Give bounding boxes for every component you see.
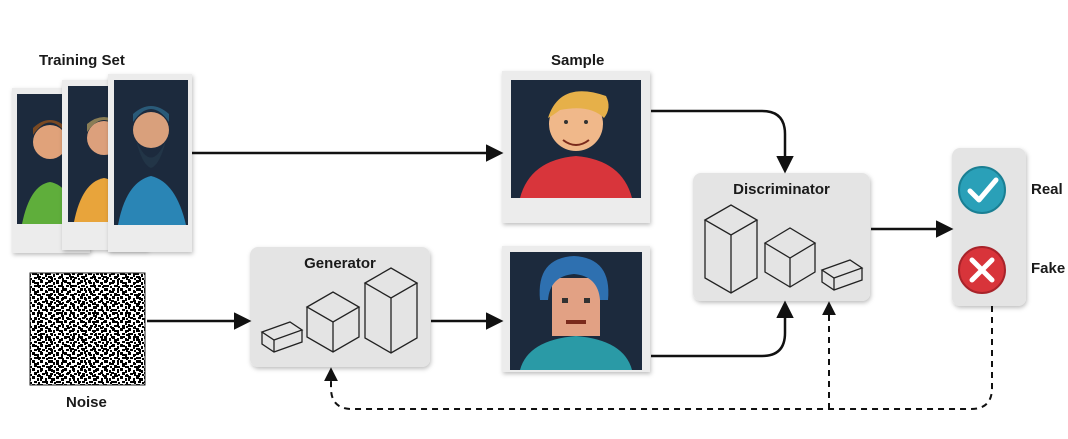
fake-label: Fake bbox=[1031, 260, 1066, 277]
noise-label: Noise bbox=[66, 394, 107, 411]
flow-arrows bbox=[147, 109, 954, 358]
generator-panel bbox=[250, 247, 430, 367]
generated-photo bbox=[502, 246, 650, 372]
noise-image bbox=[29, 272, 146, 386]
generator-title: Generator bbox=[304, 255, 376, 272]
discriminator-title: Discriminator bbox=[733, 181, 830, 198]
generator-layer-icons bbox=[260, 267, 419, 354]
discriminator-layer-icons bbox=[703, 204, 864, 294]
real-label: Real bbox=[1031, 181, 1063, 198]
training-photo-3 bbox=[108, 74, 192, 252]
feedback-arrows bbox=[324, 301, 993, 410]
sample-photo bbox=[502, 71, 650, 223]
checkmark-icon bbox=[958, 166, 1006, 214]
arrow-sample-to-discriminator bbox=[651, 109, 794, 174]
x-mark-icon bbox=[958, 246, 1006, 294]
training-set-label: Training Set bbox=[39, 52, 125, 69]
output-panel bbox=[952, 148, 1026, 306]
discriminator-panel bbox=[693, 173, 870, 301]
training-set-photos bbox=[12, 74, 192, 253]
sample-label: Sample bbox=[551, 52, 605, 69]
arrow-generated-to-discriminator bbox=[651, 300, 794, 358]
